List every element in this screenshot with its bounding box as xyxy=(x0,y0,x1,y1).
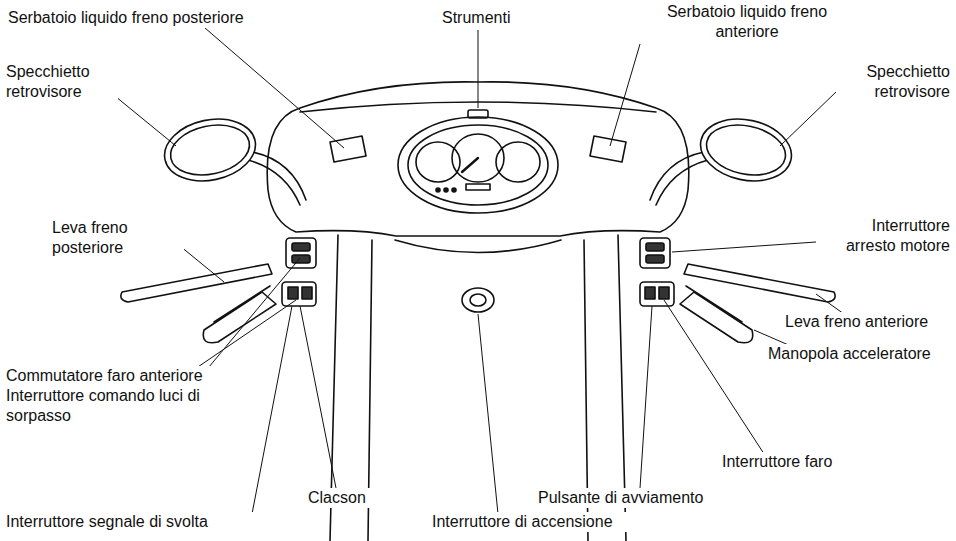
part-label: Commutatore faro anteriore xyxy=(4,366,248,386)
part-label: Serbatoio liquido freno anteriore xyxy=(660,2,834,42)
part-label: Interruttore arresto motore xyxy=(818,216,952,256)
part-label: Leva freno posteriore xyxy=(50,218,184,258)
part-label: Interruttore di accensione xyxy=(430,512,664,532)
part-label: Interruttore segnale di svolta xyxy=(4,512,268,532)
part-label: Clacson xyxy=(306,488,390,508)
part-label: Specchietto retrovisore xyxy=(836,62,952,102)
part-label: Leva freno anteriore xyxy=(783,312,952,332)
part-label: Pulsante di avviamento xyxy=(536,488,740,508)
part-label: Strumenti xyxy=(440,8,524,28)
part-label: Serbatoio liquido freno posteriore xyxy=(6,8,280,28)
part-label: Interruttore faro xyxy=(720,452,864,472)
part-label: Manopola acceleratore xyxy=(766,344,952,364)
part-label: Specchietto retrovisore xyxy=(4,62,118,102)
leader-lines xyxy=(110,28,844,514)
part-label: Interruttore comando luci di sorpasso xyxy=(4,386,248,426)
